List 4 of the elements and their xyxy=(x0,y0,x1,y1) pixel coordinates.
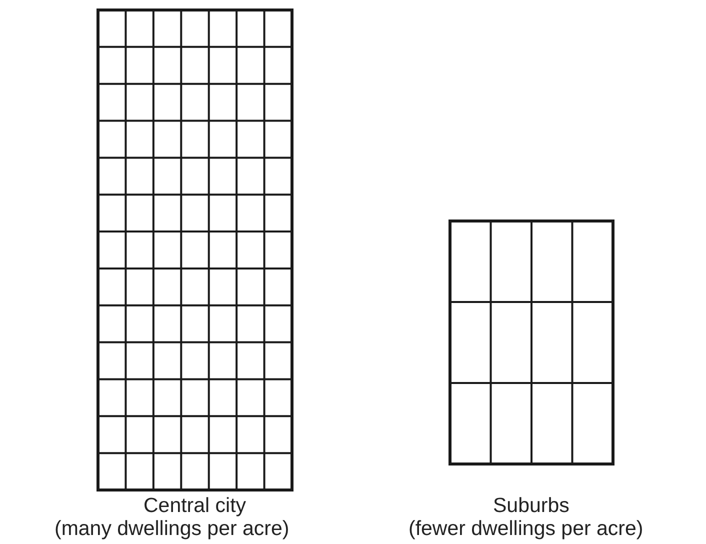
caption-title: Suburbs xyxy=(493,494,570,518)
caption-title: Central city xyxy=(144,494,246,518)
caption-note: (fewer dwellings per acre) xyxy=(408,517,644,541)
caption-note: (many dwellings per acre) xyxy=(54,517,290,541)
